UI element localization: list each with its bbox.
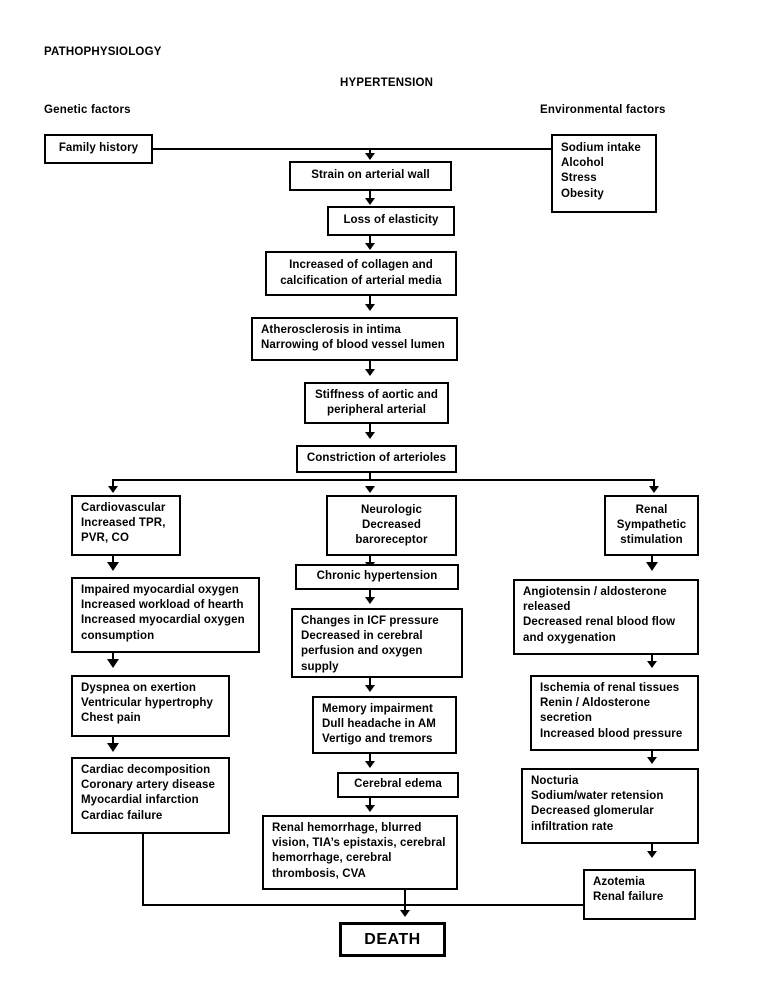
label-genetic-factors: Genetic factors bbox=[44, 104, 131, 116]
node-atherosclerosis[interactable]: Atherosclerosis in intima Narrowing of b… bbox=[251, 317, 458, 361]
arrow-to-renal bbox=[649, 486, 659, 493]
arrow-to-atherosclerosis bbox=[365, 304, 375, 311]
node-environmental-factors[interactable]: Sodium intake Alcohol Stress Obesity bbox=[551, 134, 657, 213]
arrow-to-cardiovascular bbox=[108, 486, 118, 493]
connector-cerebral-edema-to-hemorrhage bbox=[369, 798, 371, 809]
connector-top-stem bbox=[369, 148, 371, 156]
connector-split-bus bbox=[112, 479, 655, 481]
node-neurologic[interactable]: Neurologic Decreased baroreceptor bbox=[326, 495, 457, 556]
node-constriction-arterioles[interactable]: Constriction of arterioles bbox=[296, 445, 457, 473]
connector-top-horizontal bbox=[152, 148, 552, 150]
node-loss-of-elasticity[interactable]: Loss of elasticity bbox=[327, 206, 455, 236]
arrow-to-memory-impairment bbox=[365, 685, 375, 692]
node-icf-pressure[interactable]: Changes in ICF pressure Decreased in cer… bbox=[291, 608, 463, 678]
arrow-to-dyspnea bbox=[107, 659, 119, 668]
connector-atherosclerosis-to-stiffness bbox=[369, 361, 371, 371]
connector-left-drop-to-death-bus bbox=[142, 834, 144, 906]
arrow-to-angiotensin bbox=[646, 562, 658, 571]
arrow-to-azotemia bbox=[647, 851, 657, 858]
arrow-to-neurologic bbox=[365, 486, 375, 493]
node-impaired-myocardial-oxygen[interactable]: Impaired myocardial oxygen Increased wor… bbox=[71, 577, 260, 653]
connector-death-stem bbox=[404, 904, 406, 913]
node-chronic-hypertension[interactable]: Chronic hypertension bbox=[295, 564, 459, 590]
arrow-to-cerebral-edema bbox=[365, 761, 375, 768]
connector-nocturia-to-azotemia bbox=[651, 844, 653, 856]
arrow-to-impaired-myocardial bbox=[107, 562, 119, 571]
connector-loss-to-collagen bbox=[369, 236, 371, 245]
connector-ischemia-to-nocturia bbox=[651, 751, 653, 762]
arrow-to-icf-pressure bbox=[365, 597, 375, 604]
arrow-to-ischemia bbox=[647, 661, 657, 668]
arrow-to-collagen bbox=[365, 243, 375, 250]
arrow-to-loss-of-elasticity bbox=[365, 198, 375, 205]
connector-collagen-to-atherosclerosis bbox=[369, 296, 371, 306]
arrow-to-constriction bbox=[365, 432, 375, 439]
page-heading: PATHOPHYSIOLOGY bbox=[44, 46, 162, 58]
connector-stiffness-to-constriction bbox=[369, 424, 371, 434]
node-cardiac-decomposition[interactable]: Cardiac decomposition Coronary artery di… bbox=[71, 757, 230, 834]
chart-title: HYPERTENSION bbox=[340, 77, 434, 89]
node-azotemia[interactable]: Azotemia Renal failure bbox=[583, 869, 696, 920]
arrow-to-renal-hemorrhage bbox=[365, 805, 375, 812]
node-dyspnea[interactable]: Dyspnea on exertion Ventricular hypertro… bbox=[71, 675, 230, 737]
label-environmental-factors: Environmental factors bbox=[540, 104, 666, 116]
node-cardiovascular[interactable]: Cardiovascular Increased TPR, PVR, CO bbox=[71, 495, 181, 556]
node-ischemia-renal-tissues[interactable]: Ischemia of renal tissues Renin / Aldost… bbox=[530, 675, 699, 751]
node-stiffness-aortic[interactable]: Stiffness of aortic and peripheral arter… bbox=[304, 382, 449, 424]
connector-split-right-drop bbox=[653, 479, 655, 488]
connector-memory-to-cerebral-edema bbox=[369, 754, 371, 765]
connector-hemorrhage-to-death-bus bbox=[404, 890, 406, 906]
arrow-to-death bbox=[400, 910, 410, 917]
node-angiotensin-aldosterone[interactable]: Angiotensin / aldosterone released Decre… bbox=[513, 579, 699, 655]
connector-split-left-drop bbox=[112, 479, 114, 488]
arrow-to-nocturia bbox=[647, 757, 657, 764]
connector-constriction-stem bbox=[369, 473, 371, 481]
arrow-to-cardiac-decomposition bbox=[107, 743, 119, 752]
node-strain-on-arterial-wall[interactable]: Strain on arterial wall bbox=[289, 161, 452, 191]
node-death[interactable]: DEATH bbox=[339, 922, 446, 957]
connector-chronic-to-icf bbox=[369, 590, 371, 600]
node-renal-hemorrhage[interactable]: Renal hemorrhage, blurred vision, TIA’s … bbox=[262, 815, 458, 890]
node-nocturia[interactable]: Nocturia Sodium/water retension Decrease… bbox=[521, 768, 699, 844]
connector-neurologic-to-chronic bbox=[369, 556, 371, 566]
node-cerebral-edema[interactable]: Cerebral edema bbox=[337, 772, 459, 798]
node-renal-sympathetic[interactable]: Renal Sympathetic stimulation bbox=[604, 495, 699, 556]
node-family-history[interactable]: Family history bbox=[44, 134, 153, 164]
connector-bottom-bus bbox=[142, 904, 585, 906]
connector-icf-to-memory bbox=[369, 678, 371, 689]
arrow-to-strain bbox=[365, 153, 375, 160]
connector-strain-to-loss bbox=[369, 191, 371, 200]
arrow-to-stiffness bbox=[365, 369, 375, 376]
node-increased-collagen[interactable]: Increased of collagen and calcification … bbox=[265, 251, 457, 296]
node-memory-impairment[interactable]: Memory impairment Dull headache in AM Ve… bbox=[312, 696, 457, 754]
